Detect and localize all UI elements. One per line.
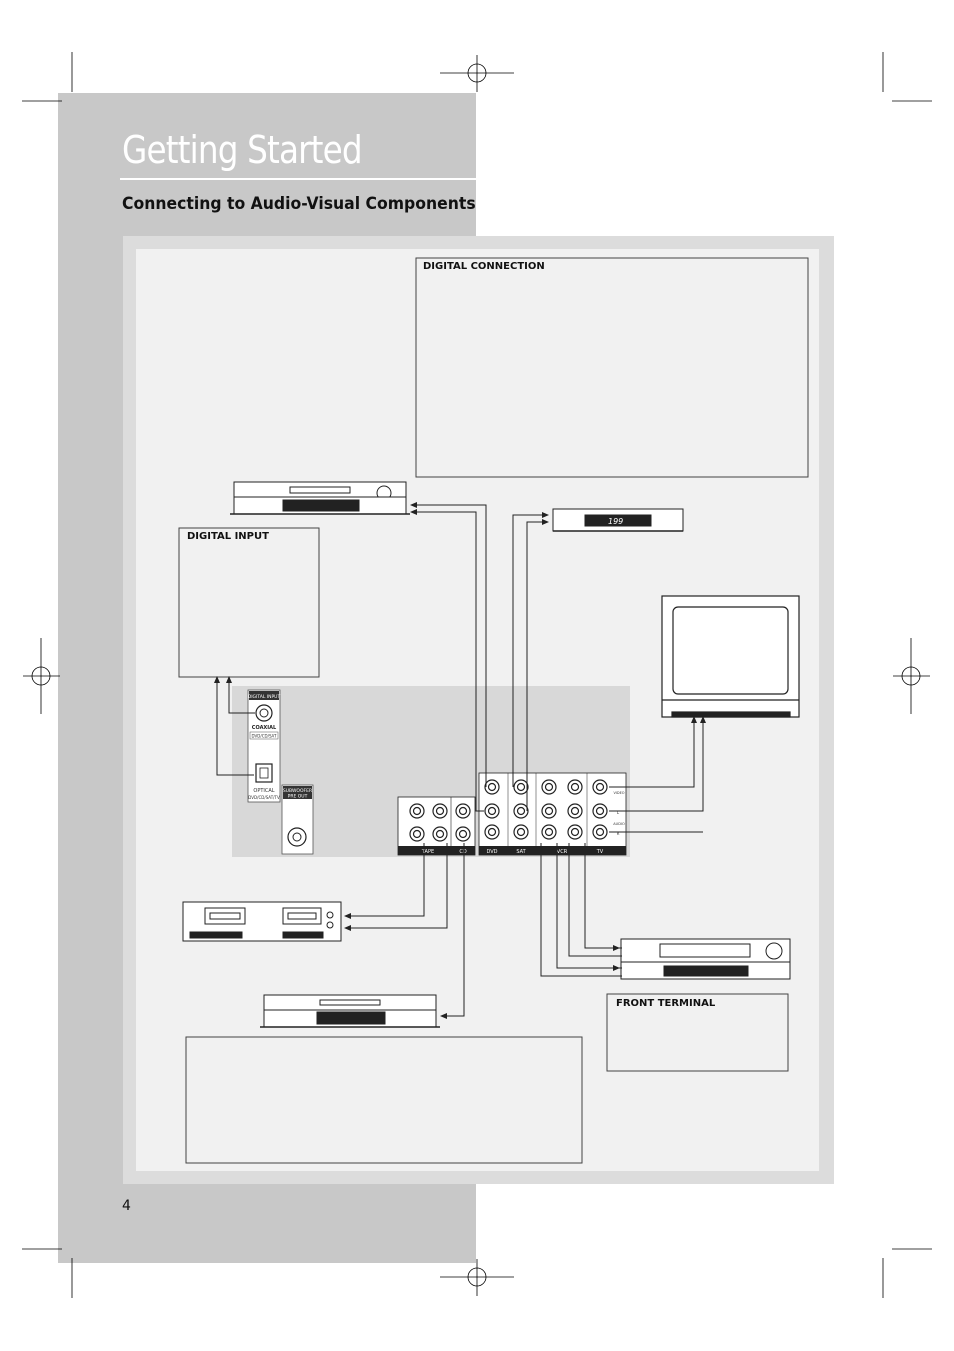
- row-video-label: VIDEO: [613, 791, 624, 795]
- notes-box: [185, 1036, 583, 1164]
- dvd-player-device: [230, 481, 410, 515]
- dvd-label: DVD: [486, 849, 497, 855]
- page-number: 4: [122, 1198, 131, 1214]
- av-jack-block: [478, 772, 627, 856]
- front-terminal-box: [606, 993, 789, 1072]
- digital-connection-heading: DIGITAL CONNECTION: [423, 261, 545, 272]
- optical-label: OPTICAL: [253, 788, 274, 794]
- section-subtitle: Connecting to Audio-Visual Components: [122, 194, 476, 214]
- tv-device: [661, 595, 800, 718]
- vcr-device: [620, 938, 791, 980]
- sat-display: 199: [608, 517, 623, 526]
- vcr-label: VCR: [557, 849, 568, 855]
- row-audio-label: AUDIO: [613, 822, 625, 826]
- coaxial-sub-label: DVD/CD/SAT: [252, 734, 277, 739]
- connection-cables: [216, 504, 704, 1017]
- coaxial-label: COAXIAL: [252, 725, 277, 731]
- digital-input-box: [178, 527, 320, 678]
- digital-input-module: DIGITAL INPUT COAXIAL DVD/CD/SAT OPTICAL…: [247, 689, 281, 803]
- digital-input-heading: DIGITAL INPUT: [187, 531, 269, 542]
- cable-arrowheads: [214, 502, 706, 1019]
- row-r-label: R: [617, 831, 620, 836]
- cd-label: CD: [459, 849, 466, 855]
- tape-cd-jack-block: [397, 796, 476, 856]
- sat-label: SAT: [516, 849, 526, 855]
- tape-label: TAPE: [421, 849, 434, 855]
- tv-label: TV: [596, 849, 604, 855]
- cd-player-device: [260, 994, 440, 1028]
- page-title: Getting Started: [122, 128, 363, 172]
- satellite-receiver-device: [552, 508, 684, 532]
- pre-out-label: PRE OUT: [288, 794, 308, 800]
- cassette-deck-device: [182, 901, 342, 942]
- registration-marks: [23, 55, 930, 1296]
- subwoofer-label: SUBWOOFER: [283, 788, 312, 794]
- title-underline: [120, 178, 476, 180]
- digital-connection-box: [415, 257, 809, 478]
- optical-sub-label: DVD/CD/SAT/TV: [248, 795, 280, 800]
- front-terminal-heading: FRONT TERMINAL: [616, 998, 716, 1009]
- digital-input-module-label: DIGITAL INPUT: [248, 694, 281, 700]
- subwoofer-module: SUBWOOFER PRE OUT: [281, 784, 314, 855]
- crop-marks: [22, 52, 932, 1298]
- row-l-label: L: [617, 810, 620, 815]
